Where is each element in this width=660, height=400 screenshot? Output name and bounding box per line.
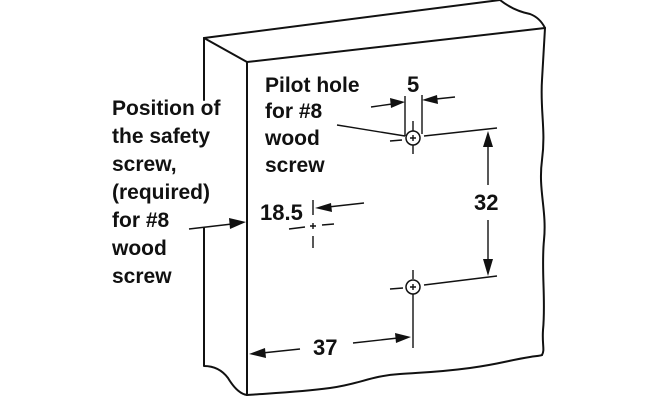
safety-screw-label: Position of the safety screw, (required)… (111, 97, 221, 288)
upper-pilot-hole (389, 121, 498, 154)
arrow-left-icon (315, 203, 332, 212)
hole-diameter-dimension: 5 (370, 72, 456, 136)
edge-offset-dimension: 37 (249, 333, 411, 360)
safety-label-line-1: Position of (112, 97, 221, 120)
arrow-right-icon (390, 98, 405, 108)
vertical-spacing-dimension: 32 (474, 131, 498, 276)
dim-hole-diameter: 5 (407, 72, 419, 97)
arrow-left-icon (249, 348, 266, 358)
pilot-label-line-3: wood (264, 127, 320, 150)
safety-label-line-3: screw, (112, 153, 177, 176)
lower-pilot-hole (389, 270, 498, 348)
arrow-right-icon (395, 333, 411, 343)
safety-offset-dimension: 18.5 (260, 200, 365, 248)
safety-label-line-2: the safety (112, 125, 210, 148)
dim-vertical-spacing: 32 (474, 190, 498, 215)
pilot-leader-line (336, 124, 406, 137)
dim-safety-offset: 18.5 (260, 200, 303, 225)
safety-screw-leader (188, 218, 246, 230)
safety-label-line-4: (required) (112, 181, 210, 204)
pilot-hole-label: Pilot hole for #8 wood screw (264, 74, 360, 177)
safety-arrow-icon (229, 218, 246, 229)
dim-edge-offset: 37 (313, 335, 337, 360)
pilot-label-line-2: for #8 (265, 100, 323, 123)
safety-label-line-6: wood (111, 237, 167, 260)
safety-label-line-7: screw (112, 265, 172, 288)
arrow-up-icon (483, 131, 493, 147)
arrow-down-icon (483, 259, 493, 276)
pilot-label-line-4: screw (265, 154, 325, 177)
arrow-left-icon (422, 95, 438, 104)
board-outline (203, 0, 546, 396)
pilot-label-line-1: Pilot hole (265, 74, 360, 97)
safety-label-line-5: for #8 (112, 209, 170, 232)
